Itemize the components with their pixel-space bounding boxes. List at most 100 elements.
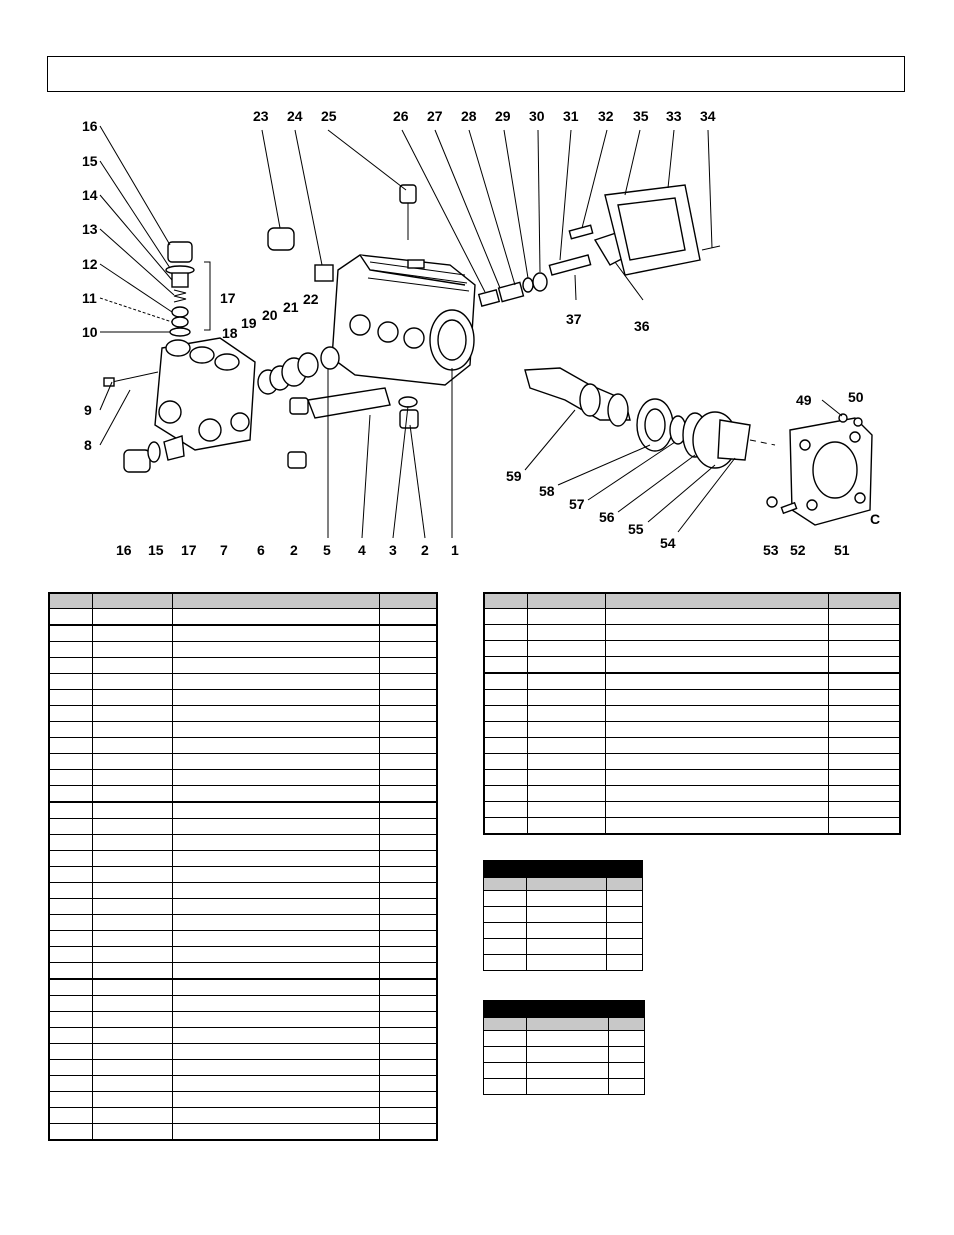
table-cell bbox=[483, 1030, 527, 1047]
label-30: 30 bbox=[529, 108, 545, 124]
table-cell bbox=[526, 801, 606, 818]
col-part-no bbox=[91, 592, 173, 609]
table-cell bbox=[378, 657, 438, 674]
table-cell bbox=[48, 769, 93, 786]
table-row bbox=[483, 801, 901, 818]
table-cell bbox=[378, 834, 438, 851]
table-row bbox=[48, 834, 438, 851]
table-cell bbox=[48, 1011, 93, 1028]
table-row bbox=[48, 1107, 438, 1124]
table-cell bbox=[604, 753, 829, 770]
table-cell bbox=[526, 954, 607, 971]
label-14: 14 bbox=[82, 187, 98, 203]
table-cell bbox=[607, 1078, 646, 1095]
table-cell bbox=[48, 914, 93, 931]
table-cell bbox=[48, 930, 93, 947]
table-cell bbox=[48, 962, 93, 980]
col-qty bbox=[827, 592, 901, 609]
rear-cover bbox=[604, 184, 721, 276]
table-cell bbox=[378, 801, 438, 819]
table-header-row bbox=[483, 592, 901, 609]
leader-lines bbox=[99, 125, 843, 539]
table-row bbox=[48, 785, 438, 803]
table-cell bbox=[483, 1078, 527, 1095]
label-51: 51 bbox=[834, 542, 850, 558]
table-cell bbox=[48, 818, 93, 835]
table-cell bbox=[526, 785, 606, 802]
table-header-row bbox=[48, 592, 438, 609]
page-title-box bbox=[47, 56, 905, 92]
label-1: 1 bbox=[451, 542, 459, 558]
col-ref bbox=[483, 1017, 527, 1031]
table-cell bbox=[378, 1091, 438, 1108]
table-cell bbox=[827, 769, 901, 786]
table-cell bbox=[91, 769, 173, 786]
table-cell bbox=[171, 1027, 380, 1044]
label-2-right: 2 bbox=[421, 542, 429, 558]
table-cell bbox=[91, 962, 173, 980]
table-cell bbox=[48, 1027, 93, 1044]
table-cell bbox=[91, 1011, 173, 1028]
label-21: 21 bbox=[283, 299, 299, 315]
table-cell bbox=[171, 641, 380, 658]
table-cell bbox=[604, 624, 829, 641]
label-2-left: 2 bbox=[290, 542, 298, 558]
table-row bbox=[48, 608, 438, 626]
table-cell bbox=[483, 1046, 527, 1063]
table-cell bbox=[91, 882, 173, 899]
table-cell bbox=[91, 834, 173, 851]
label-6: 6 bbox=[257, 542, 265, 558]
table-row bbox=[483, 672, 901, 690]
table-row bbox=[483, 753, 901, 770]
table-cell bbox=[91, 705, 173, 722]
table-cell bbox=[91, 801, 173, 819]
table-cell bbox=[48, 673, 93, 690]
top-plugs bbox=[267, 184, 417, 282]
table-cell bbox=[171, 689, 380, 706]
kit-table-b-title bbox=[482, 1000, 646, 1018]
label-15-bottom: 15 bbox=[148, 542, 164, 558]
part-labels: 16 15 14 13 12 11 10 17 9 8 18 19 20 21 … bbox=[82, 108, 880, 558]
table-row bbox=[48, 769, 438, 786]
table-cell bbox=[604, 689, 829, 706]
label-35: 35 bbox=[633, 108, 649, 124]
parts-table-right bbox=[483, 592, 901, 835]
label-19: 19 bbox=[241, 315, 257, 331]
table-cell bbox=[526, 737, 606, 754]
table-row bbox=[483, 656, 901, 674]
table-cell bbox=[526, 1078, 609, 1095]
plunger-assembly bbox=[477, 224, 636, 307]
table-row bbox=[48, 673, 438, 690]
table-row bbox=[483, 640, 901, 657]
table-cell bbox=[171, 930, 380, 947]
table-row bbox=[483, 769, 901, 786]
table-row bbox=[483, 938, 644, 955]
table-row bbox=[48, 1059, 438, 1076]
table-cell bbox=[604, 737, 829, 754]
table-cell bbox=[48, 1123, 93, 1141]
table-cell bbox=[378, 1043, 438, 1060]
label-12: 12 bbox=[82, 256, 98, 272]
label-4: 4 bbox=[358, 542, 366, 558]
table-row bbox=[483, 689, 901, 706]
label-27: 27 bbox=[427, 108, 443, 124]
table-cell bbox=[171, 834, 380, 851]
table-cell bbox=[526, 1030, 609, 1047]
valve-stack-top bbox=[165, 241, 211, 337]
table-cell bbox=[91, 1059, 173, 1076]
table-row bbox=[48, 641, 438, 658]
main-bearing bbox=[636, 398, 687, 452]
table-cell bbox=[483, 624, 528, 641]
table-row bbox=[48, 737, 438, 754]
table-cell bbox=[171, 866, 380, 883]
table-cell bbox=[378, 1059, 438, 1076]
table-row bbox=[48, 1027, 438, 1044]
table-cell bbox=[526, 906, 607, 923]
table-row bbox=[483, 624, 901, 641]
table-cell bbox=[48, 785, 93, 803]
table-row bbox=[48, 818, 438, 835]
table-cell bbox=[91, 608, 173, 626]
table-cell bbox=[91, 946, 173, 963]
label-11: 11 bbox=[82, 290, 97, 306]
table-cell bbox=[605, 906, 644, 923]
